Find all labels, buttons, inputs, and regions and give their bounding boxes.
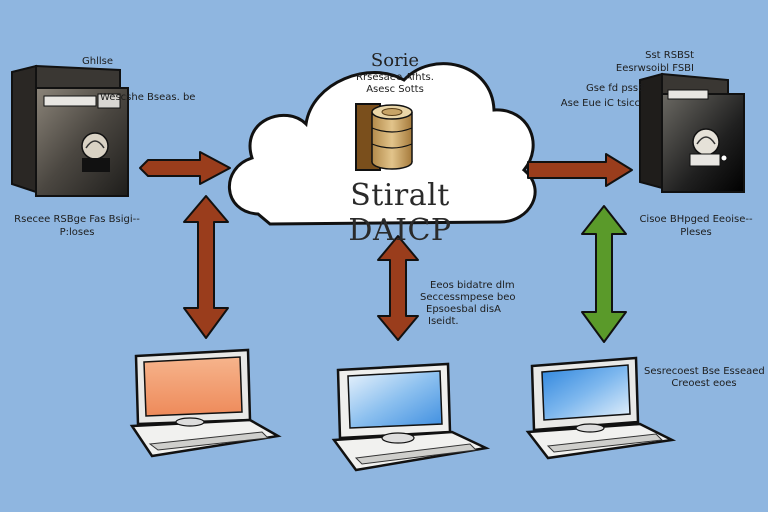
right-server-label-1: Sst RSBSt [645, 50, 694, 61]
cloud-top-label: Sorie [370, 50, 420, 71]
cloud-sub-label-1: Rrsesaee Afhts. [356, 72, 434, 83]
arrow-left-vertical [183, 195, 229, 339]
left-server-label-2: Wescshe Bseas. be [100, 92, 196, 103]
right-note-line-2: Creoest eoes [671, 378, 737, 389]
left-server-caption-1: Rsecee RSBge Fas Bsigi-- [14, 214, 140, 225]
left-server-icon [11, 64, 129, 197]
arrow-left-to-cloud [139, 151, 231, 185]
center-note-line-4: Iseidt. [428, 316, 459, 327]
left-laptop-icon [129, 348, 282, 458]
right-server-caption-2: Pleses [680, 227, 712, 238]
arrow-center-vertical [377, 235, 419, 341]
right-server-icon [639, 72, 745, 193]
left-server-label-1: Ghllse [82, 56, 114, 67]
right-server-caption-1: Cisoe BHpged Eeoise-- [639, 214, 753, 225]
right-server-label-3: Gse fd pssE [586, 83, 645, 94]
arrow-cloud-to-right [527, 153, 633, 187]
center-note-line-3: Epsoesbal disA [426, 304, 501, 315]
right-server-label-4: Ase Eue iC tsicc [560, 98, 640, 109]
arrow-right-vertical [581, 205, 627, 343]
right-laptop-icon [525, 356, 677, 460]
cloud-title: Stiralt DAICP [348, 178, 452, 248]
right-note-line-1: Sesrecoest Bse Esseaed [644, 366, 765, 377]
center-note-line-2: Seccessmpese beo [420, 292, 516, 303]
center-note-line-1: Eeos bidatre dlm [430, 280, 515, 291]
center-laptop-icon [331, 362, 491, 472]
cloud-sub-label-2: Asesc Sotts [366, 84, 424, 95]
database-icon [355, 103, 413, 171]
left-server-caption-2: P:loses [59, 227, 95, 238]
right-server-label-2: Eesrwsoibl FSBI [615, 63, 694, 74]
